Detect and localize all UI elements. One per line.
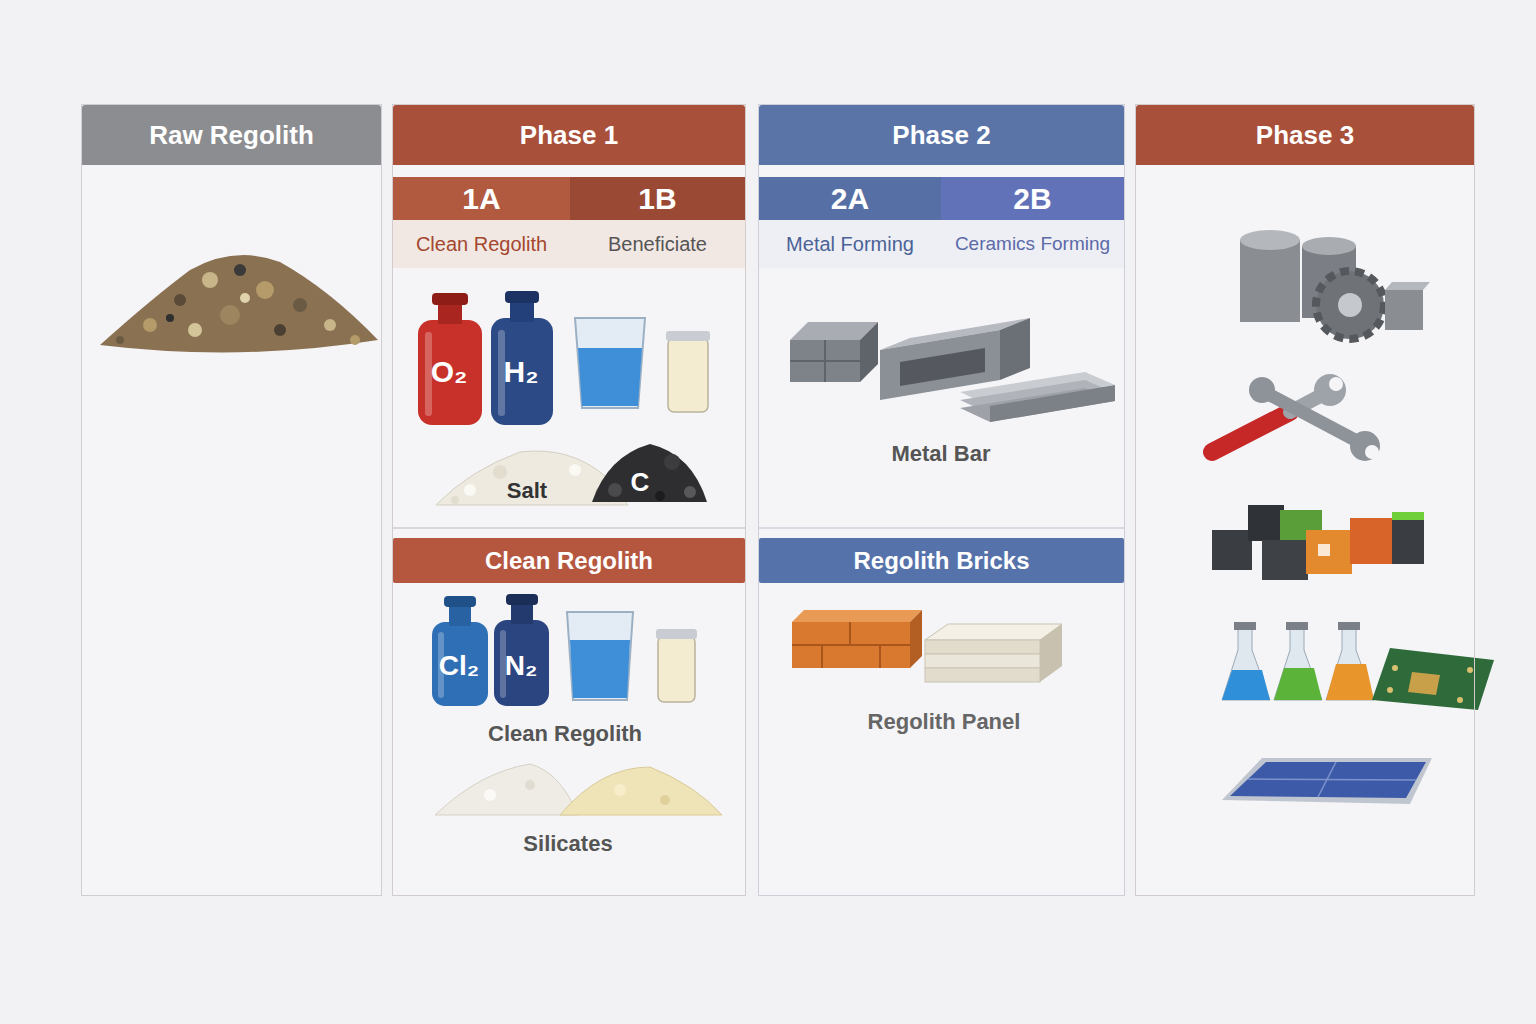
gas-cylinder (494, 594, 549, 706)
phase-column: Raw Regolith (82, 105, 381, 895)
column-header: Phase 3 (1136, 105, 1474, 165)
column-ground (759, 105, 1124, 895)
beaker (567, 612, 633, 700)
item-label: Salt (507, 478, 547, 504)
component-cubes (1212, 505, 1424, 580)
sub-phase-title: Ceramics Forming (941, 220, 1124, 268)
regolith-panels (925, 624, 1062, 682)
regolith-pile (100, 255, 378, 352)
section-title: Regolith Bricks (759, 538, 1124, 583)
sub-phase-box: 2BCeramics Forming (941, 177, 1124, 268)
flasks-and-circuit (1222, 622, 1494, 710)
item-label: H₂ (504, 355, 539, 389)
section-band: Clean Regolith (393, 538, 745, 583)
beaker (575, 318, 645, 408)
column-header: Phase 1 (393, 105, 745, 165)
item-label: N₂ (505, 650, 538, 682)
sample-jar (656, 629, 697, 702)
phase-column: Phase 2 2AMetal Forming2BCeramics Forming… (759, 105, 1124, 895)
item-label: Silicates (523, 831, 612, 857)
phase-column: Phase 3 (1136, 105, 1474, 895)
machined-parts (1240, 230, 1430, 339)
column-ground (1136, 105, 1474, 895)
column-header: Raw Regolith (82, 105, 381, 165)
sub-phase-code: 1B (570, 177, 745, 220)
silicate-pile (435, 764, 722, 815)
bricks (792, 610, 922, 668)
sub-phase-box: 1BBeneficiate (570, 177, 745, 268)
gas-cylinder (491, 291, 553, 425)
sub-phase-title: Beneficiate (570, 220, 745, 268)
sample-jar (666, 331, 710, 412)
gas-cylinder (432, 596, 488, 706)
item-label: Clean Regolith (488, 721, 642, 747)
column-ground (393, 105, 745, 895)
wrench-tools (1212, 374, 1380, 461)
phase-column: Phase 11AClean Regolith1BBeneficiateClea… (393, 105, 745, 895)
item-label: O₂ (431, 355, 468, 389)
gas-cylinder (418, 293, 482, 425)
sub-phase-title: Clean Regolith (393, 220, 570, 268)
section-divider (759, 527, 1124, 529)
item-label: Cl₂ (439, 650, 479, 682)
sub-phase-box: 2AMetal Forming (759, 177, 941, 268)
section-title: Clean Regolith (393, 538, 745, 583)
item-label: Regolith Panel (868, 709, 1021, 735)
column-ground (82, 105, 381, 895)
sub-phase-box: 1AClean Regolith (393, 177, 570, 268)
solar-panel (1222, 758, 1432, 804)
metal-stock (790, 318, 1115, 422)
sub-phase-code: 2B (941, 177, 1124, 220)
carbon-pile (592, 444, 707, 502)
section-divider (393, 527, 745, 529)
column-header: Phase 2 (759, 105, 1124, 165)
sub-phase-code: 2A (759, 177, 941, 220)
item-label: Metal Bar (891, 441, 990, 467)
item-label: C (631, 467, 650, 498)
section-band: Regolith Bricks (759, 538, 1124, 583)
sub-phase-code: 1A (393, 177, 570, 220)
sub-phase-title: Metal Forming (759, 220, 941, 268)
